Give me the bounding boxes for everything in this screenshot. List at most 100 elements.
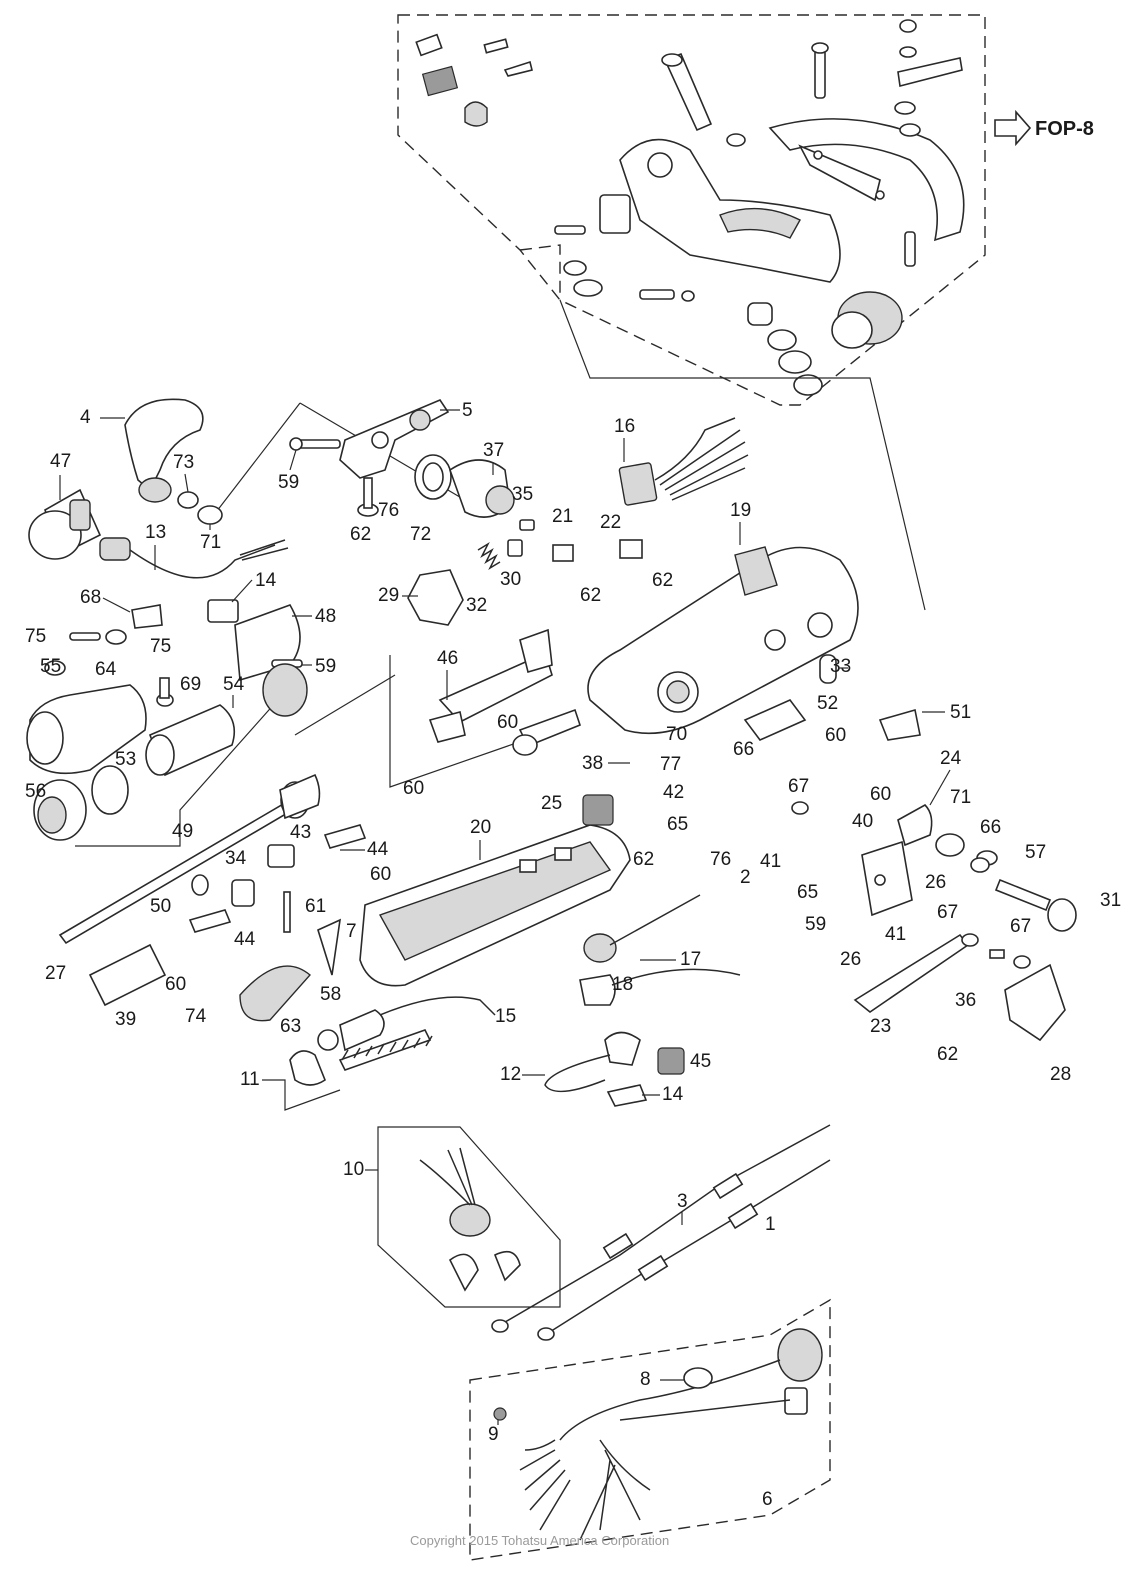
- callout-32: 32: [466, 595, 487, 616]
- left-small-parts: [88, 824, 367, 1007]
- bracket-51: [878, 708, 921, 741]
- callout-44a: 44: [367, 839, 389, 860]
- callout-8: 8: [640, 1369, 651, 1390]
- callout-62c: 62: [652, 570, 673, 591]
- callout-76b: 76: [710, 849, 731, 870]
- callout-57: 57: [1025, 842, 1046, 863]
- callout-73: 73: [173, 452, 194, 473]
- callout-61: 61: [305, 896, 326, 917]
- ignition-switch-region: [377, 1126, 561, 1308]
- callout-14b: 14: [662, 1084, 684, 1105]
- callout-64: 64: [95, 659, 117, 680]
- callout-60e: 60: [370, 864, 391, 885]
- callout-74: 74: [185, 1006, 207, 1027]
- shift-lever-assembly: [28, 398, 223, 560]
- callout-38: 38: [582, 753, 603, 774]
- callout-4: 4: [80, 407, 91, 428]
- callout-30: 30: [500, 569, 521, 590]
- callout-66a: 66: [733, 739, 754, 760]
- callout-52: 52: [817, 693, 838, 714]
- callout-56: 56: [25, 781, 46, 802]
- callout-16: 16: [614, 416, 635, 437]
- callout-26b: 26: [840, 949, 861, 970]
- callout-46: 46: [437, 648, 458, 669]
- callout-28: 28: [1050, 1064, 1071, 1085]
- callout-33: 33: [830, 656, 851, 677]
- callout-25: 25: [541, 793, 562, 814]
- callout-59c: 59: [805, 914, 826, 935]
- main-harness-region: [469, 1298, 831, 1561]
- callout-60b: 60: [825, 725, 846, 746]
- callout-53: 53: [115, 749, 136, 770]
- throttle-grip: [26, 660, 308, 841]
- callout-39: 39: [115, 1009, 136, 1030]
- callout-1: 1: [765, 1214, 776, 1235]
- harness-13: [99, 537, 289, 579]
- callout-76a: 76: [378, 500, 399, 521]
- callout-11: 11: [240, 1069, 260, 1090]
- callout-59a: 59: [278, 472, 299, 493]
- bracket-5: [289, 399, 450, 517]
- callout-77: 77: [660, 754, 681, 775]
- callout-62b: 62: [580, 585, 601, 606]
- callout-42: 42: [663, 782, 684, 803]
- tiller-arm: [587, 546, 859, 735]
- plate-40: [861, 840, 1077, 932]
- lanyard-11: [239, 965, 496, 1086]
- callout-3: 3: [677, 1191, 688, 1212]
- callouts: 4 5 47 73 71 59 62 76 72 37 35 13 16 21 …: [25, 400, 1121, 1510]
- cables: [491, 1124, 831, 1341]
- callout-40: 40: [852, 811, 873, 832]
- callout-7: 7: [346, 921, 357, 942]
- callout-54: 54: [223, 674, 245, 695]
- callout-60c: 60: [403, 778, 424, 799]
- callout-37: 37: [483, 440, 504, 461]
- callout-72: 72: [410, 524, 431, 545]
- callout-58: 58: [320, 984, 341, 1005]
- callout-60a: 60: [497, 712, 518, 733]
- callout-67c: 67: [1010, 916, 1031, 937]
- callout-15: 15: [495, 1006, 516, 1027]
- lower-case-20: [359, 824, 631, 987]
- callout-67b: 67: [937, 902, 958, 923]
- callout-35: 35: [512, 484, 533, 505]
- callout-22: 22: [600, 512, 621, 533]
- callout-68: 68: [80, 587, 101, 608]
- bracket-52: [743, 699, 807, 741]
- callout-2: 2: [740, 867, 751, 888]
- callout-75b: 75: [150, 636, 171, 657]
- callout-66b: 66: [980, 817, 1001, 838]
- callout-41a: 41: [760, 851, 781, 872]
- sleeve-33: [819, 654, 837, 684]
- callout-45: 45: [690, 1051, 711, 1072]
- callout-47: 47: [50, 451, 71, 472]
- callout-5: 5: [462, 400, 473, 421]
- shaft-27: [58, 773, 321, 945]
- cam-29: [407, 542, 501, 626]
- pad-25: [582, 794, 614, 826]
- callout-65a: 65: [667, 814, 688, 835]
- callout-41b: 41: [885, 924, 906, 945]
- callout-60d: 60: [870, 784, 891, 805]
- callout-6: 6: [762, 1489, 773, 1510]
- callout-24: 24: [940, 748, 962, 769]
- bracket-22: [619, 539, 643, 559]
- callout-63: 63: [280, 1016, 301, 1037]
- callout-43: 43: [290, 822, 311, 843]
- callout-36: 36: [955, 990, 976, 1011]
- callout-69: 69: [180, 674, 201, 695]
- throttle-gear-37: [414, 454, 535, 557]
- copyright-text: Copyright 2015 Tohatsu America Corporati…: [410, 1533, 669, 1548]
- callout-75a: 75: [25, 626, 46, 647]
- bracket-21: [552, 544, 574, 562]
- callout-62a: 62: [350, 524, 371, 545]
- callout-27: 27: [45, 963, 66, 984]
- callout-19: 19: [730, 500, 751, 521]
- cover-48: [69, 599, 303, 682]
- top-subassembly-region: [397, 14, 1032, 406]
- callout-48: 48: [315, 606, 336, 627]
- callout-23: 23: [870, 1016, 891, 1037]
- callout-70: 70: [666, 724, 687, 745]
- callout-13: 13: [145, 522, 166, 543]
